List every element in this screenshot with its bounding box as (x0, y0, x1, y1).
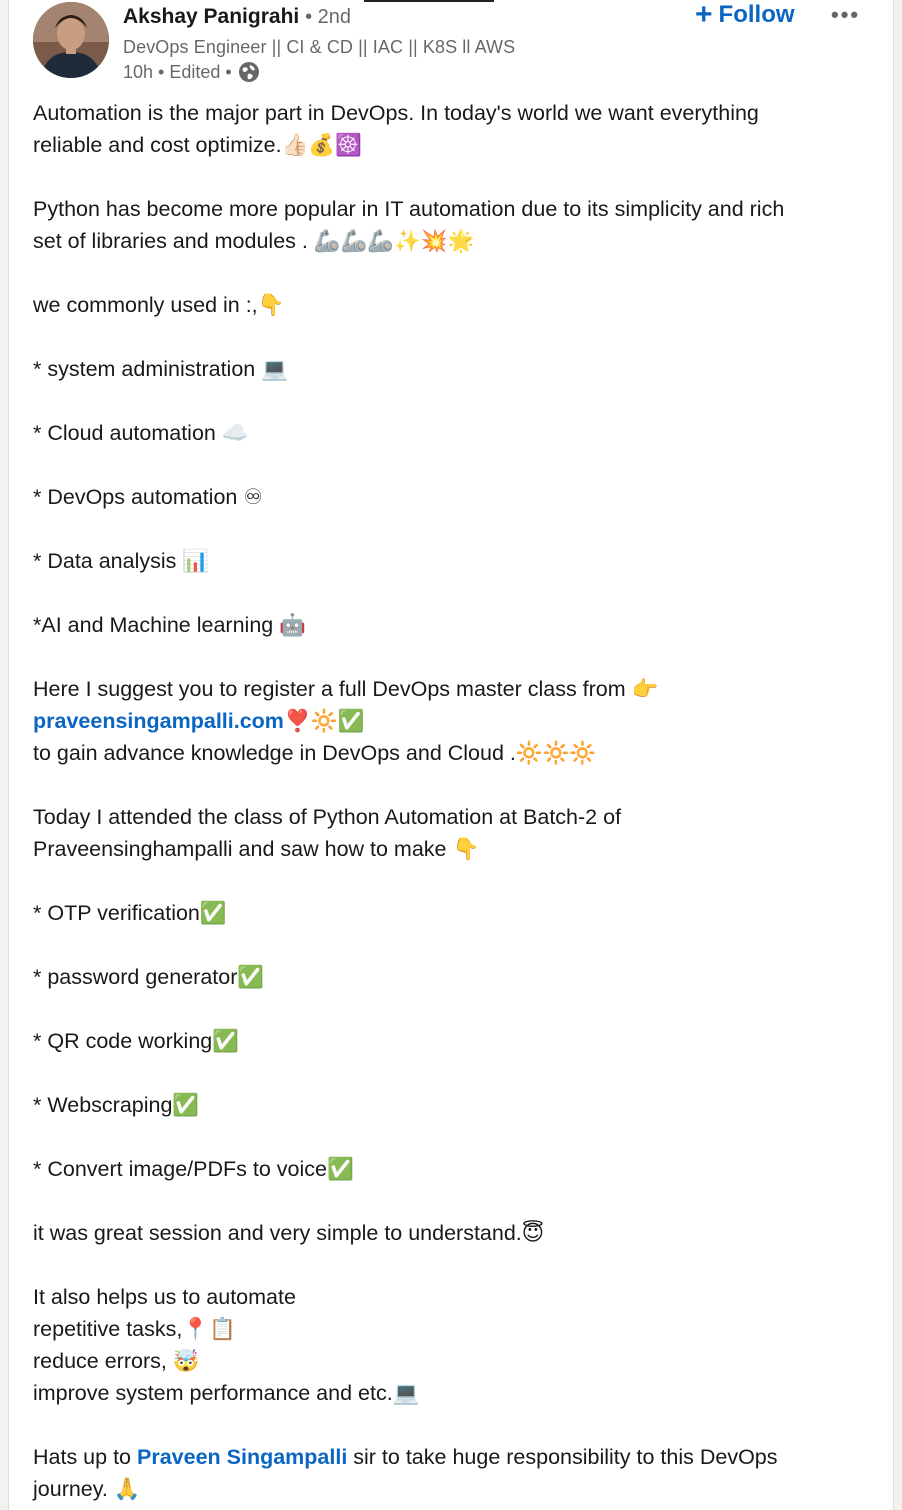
post-line: reliable and cost optimize.👍🏻💰☸️ (33, 133, 362, 157)
post-line: * QR code working✅ (33, 1029, 240, 1053)
author-name-row: Akshay Panigrahi • 2nd (123, 4, 351, 30)
blank-line (33, 161, 863, 193)
blank-line (33, 769, 863, 801)
post-line: Python has become more popular in IT aut… (33, 197, 785, 221)
blank-line (33, 1249, 863, 1281)
blank-line (33, 929, 863, 961)
blank-line (33, 577, 863, 609)
post-line: * DevOps automation ♾ (33, 485, 263, 509)
author-headline: DevOps Engineer || CI & CD || IAC || K8S… (123, 37, 516, 57)
connection-degree: • 2nd (305, 6, 352, 28)
post-line: *AI and Machine learning 🤖 (33, 613, 306, 637)
more-options-button[interactable]: ••• (831, 2, 861, 27)
post-line: Automation is the major part in DevOps. … (33, 101, 759, 125)
plus-icon: + (695, 0, 713, 31)
post-link[interactable]: praveensingampalli.com (33, 709, 284, 733)
post-line: we commonly used in :,👇 (33, 293, 285, 317)
author-avatar[interactable] (33, 2, 109, 78)
post-line: reduce errors, 🤯 (33, 1349, 200, 1373)
post-line-text: Hats up to (33, 1445, 137, 1469)
post-line: * Cloud automation ☁️ (33, 421, 249, 445)
post-card: Akshay Panigrahi • 2nd DevOps Engineer |… (8, 0, 894, 1510)
post-line: It also helps us to automate (33, 1285, 296, 1309)
post-line: journey. 🙏 (33, 1477, 141, 1501)
post-line: Hats up to Praveen Singampalli sir to ta… (33, 1441, 863, 1473)
blank-line (33, 641, 863, 673)
post-line: * password generator✅ (33, 965, 265, 989)
post-line: Today I attended the class of Python Aut… (33, 805, 622, 829)
blank-line (33, 1409, 863, 1441)
blank-line (33, 513, 863, 545)
post-line: * OTP verification✅ (33, 901, 227, 925)
post-body: Automation is the major part in DevOps. … (33, 97, 863, 1505)
blank-line (33, 449, 863, 481)
blank-line (33, 385, 863, 417)
blank-line (33, 1121, 863, 1153)
post-line: it was great session and very simple to … (33, 1221, 545, 1245)
post-line: praveensingampalli.com❣️🔆✅ (33, 705, 863, 737)
blank-line (33, 865, 863, 897)
post-line: set of libraries and modules . 🦾🦾🦾✨💥🌟 (33, 229, 475, 253)
post-meta: 10h • Edited • (123, 60, 260, 84)
blank-line (33, 1185, 863, 1217)
blank-line (33, 321, 863, 353)
follow-button[interactable]: + Follow (695, 0, 795, 30)
post-line: * system administration 💻 (33, 357, 288, 381)
post-line: Here I suggest you to register a full De… (33, 677, 659, 701)
post-line: * Data analysis 📊 (33, 549, 210, 573)
author-name[interactable]: Akshay Panigrahi (123, 5, 300, 28)
blank-line (33, 993, 863, 1025)
follow-label: Follow (718, 1, 795, 28)
avatar-image (33, 2, 109, 78)
post-line: Praveensinghampalli and saw how to make … (33, 837, 480, 861)
blank-line (33, 257, 863, 289)
globe-icon (238, 62, 259, 82)
post-line: * Convert image/PDFs to voice✅ (33, 1157, 354, 1181)
post-line: to gain advance knowledge in DevOps and … (33, 741, 597, 765)
post-line-text: ❣️🔆✅ (283, 709, 365, 733)
post-line: * Webscraping✅ (33, 1093, 200, 1117)
top-divider (364, 0, 494, 2)
post-line: improve system performance and etc.💻 (33, 1381, 420, 1405)
post-line: repetitive tasks,📍📋 (33, 1317, 236, 1341)
post-link[interactable]: Praveen Singampalli (136, 1445, 348, 1469)
post-time: 10h • Edited • (123, 62, 232, 82)
blank-line (33, 1057, 863, 1089)
post-line-text: sir to take huge responsibility to this … (347, 1445, 778, 1469)
